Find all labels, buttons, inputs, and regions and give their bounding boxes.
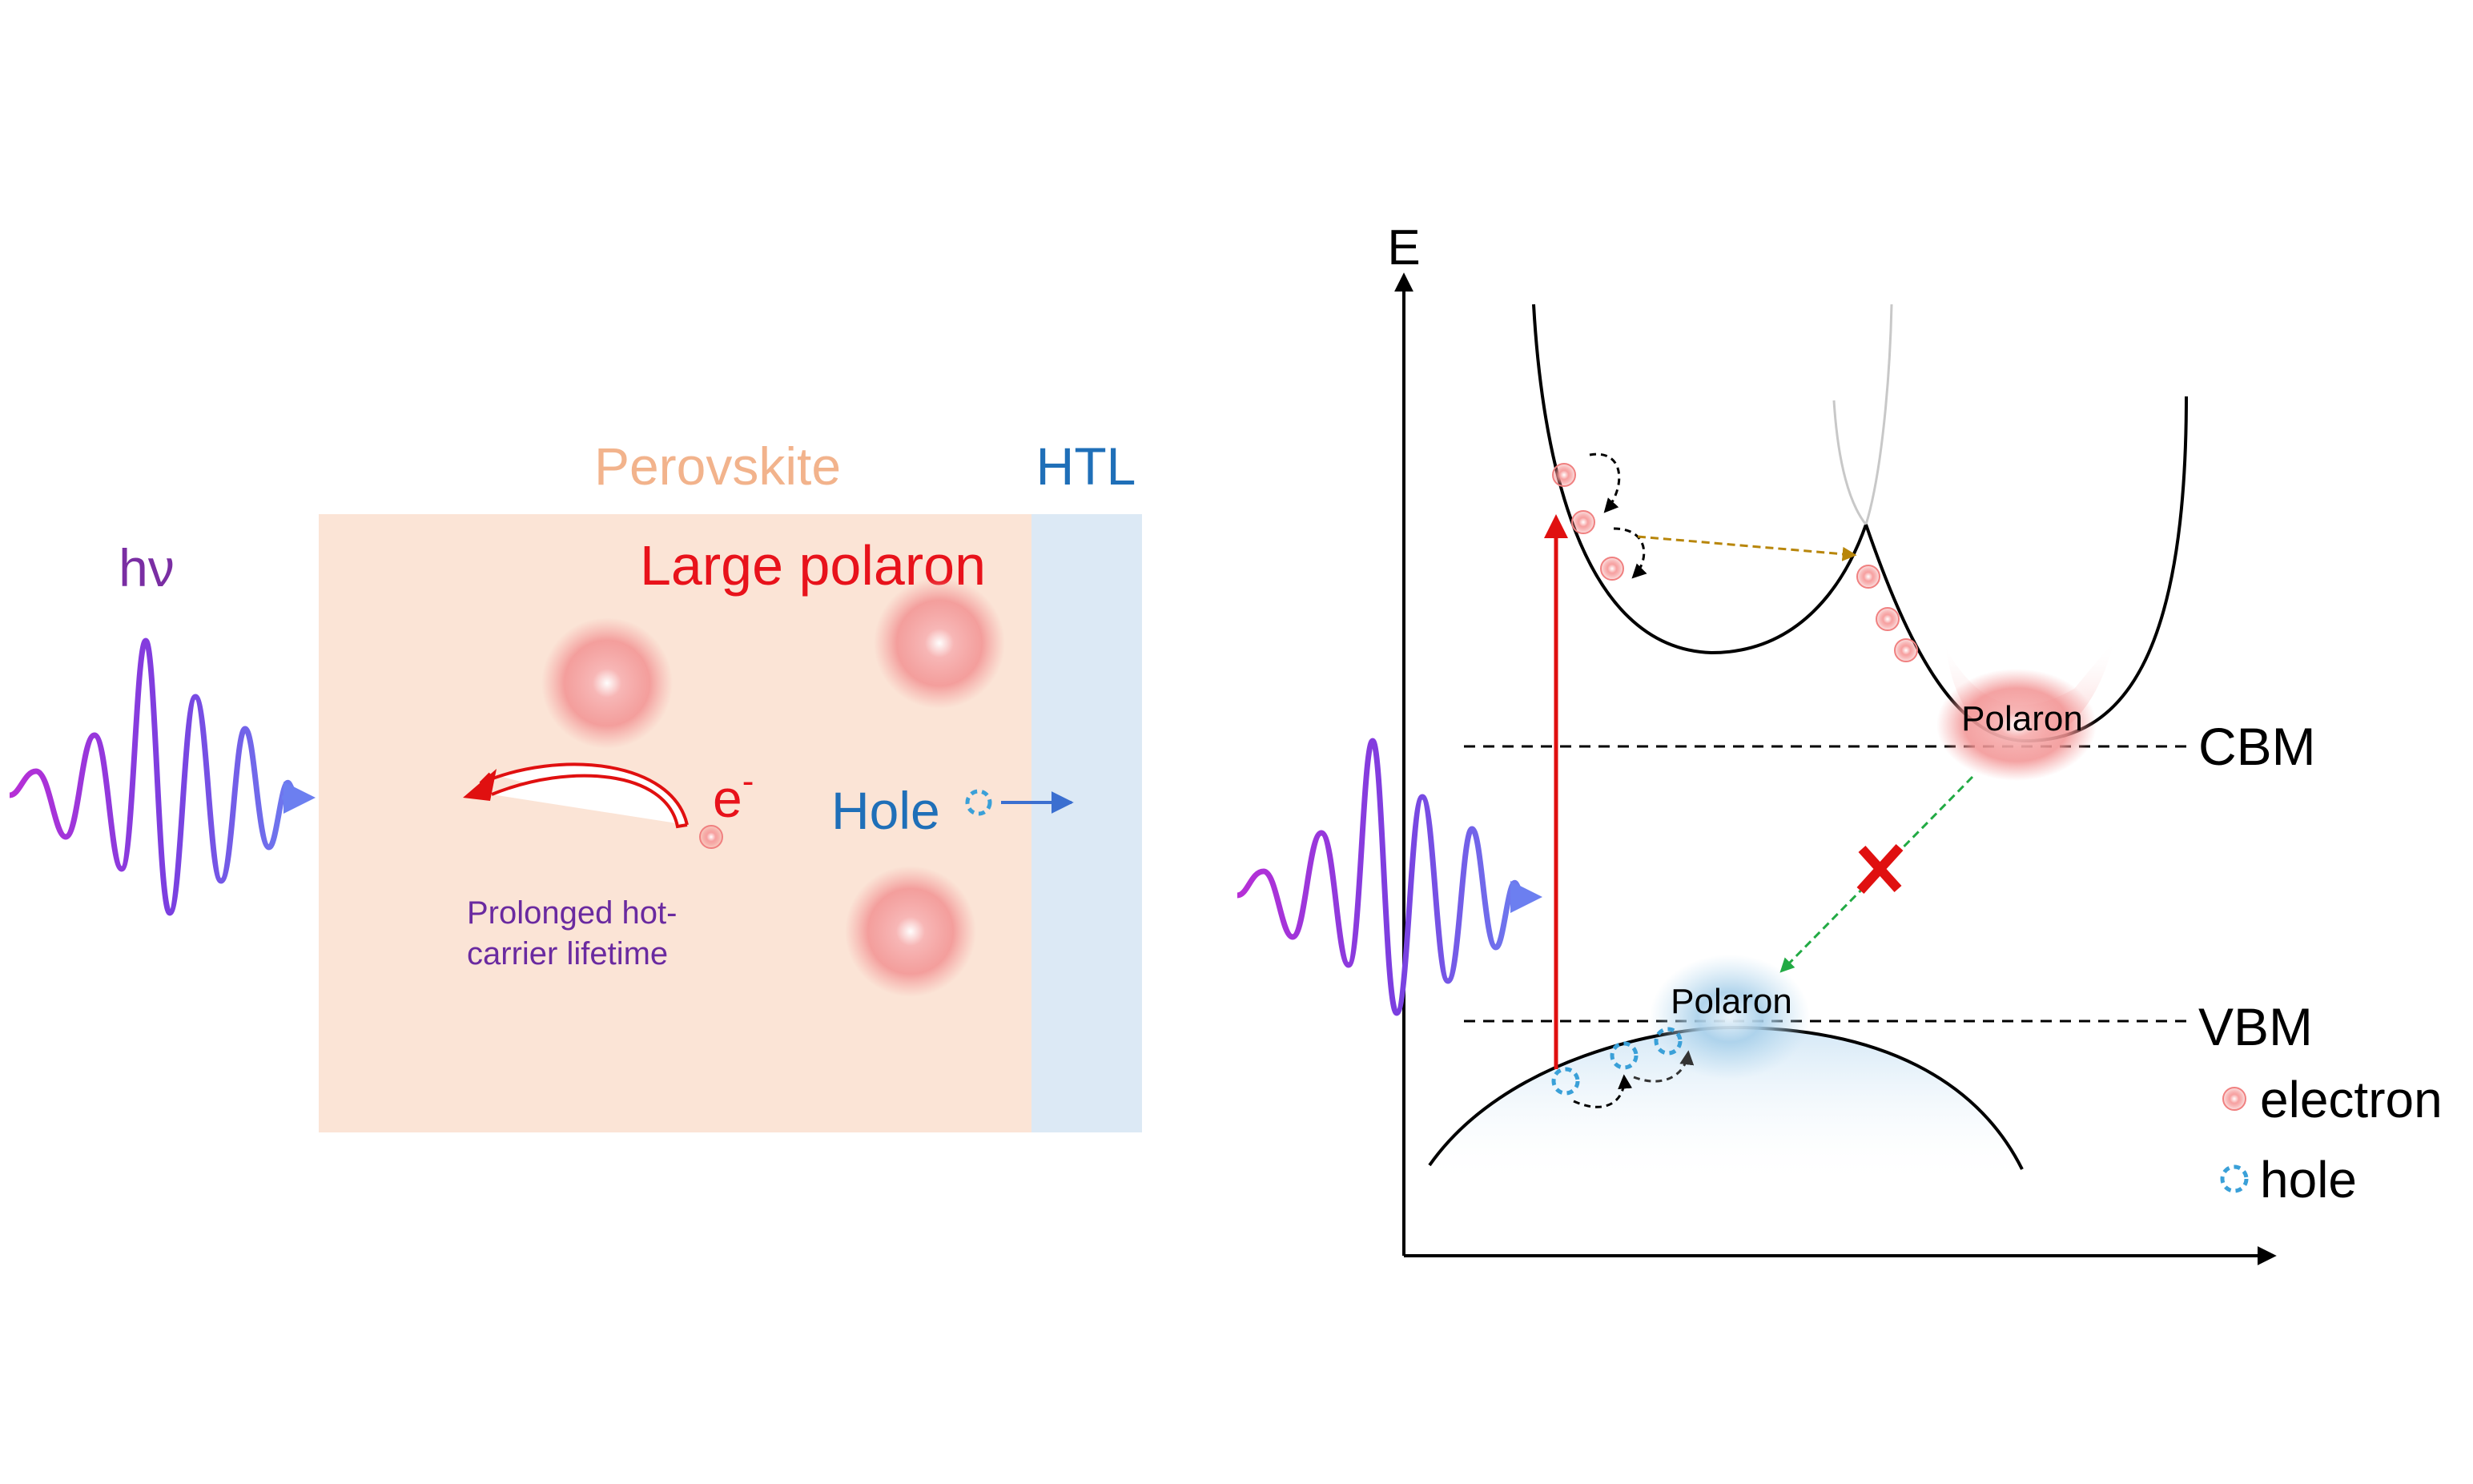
electron-symbol: e- — [713, 762, 754, 828]
cb-electron — [1552, 463, 1576, 487]
vb-hole — [1610, 1041, 1639, 1070]
polaron-electron — [1856, 565, 1880, 589]
polaron-electron — [1876, 607, 1900, 631]
legend-electron-label: electron — [2260, 1071, 2443, 1128]
hole-relaxation-arrow — [1633, 1050, 1695, 1083]
hot-carrier-arrowhead — [463, 769, 497, 801]
large-polaron — [874, 577, 1005, 709]
energy-axis-label: E — [1387, 220, 1420, 275]
htl-layer — [1031, 514, 1142, 1132]
cbm-label: CBM — [2198, 717, 2316, 776]
cb-electron — [1600, 557, 1624, 581]
lifetime-label-line1: Prolonged hot- — [467, 895, 677, 931]
legend: electron hole — [2220, 1071, 2443, 1209]
hole-polaron — [1650, 955, 1810, 1080]
electron-relaxation-arrow — [1613, 527, 1647, 579]
photon-wave-right — [1236, 738, 1530, 1016]
conduction-band-curve-left — [1532, 304, 1868, 655]
polaron-vb-label: Polaron — [1671, 982, 1792, 1021]
vb-hole — [1551, 1067, 1580, 1096]
htl-label: HTL — [1036, 436, 1136, 496]
conduction-band-ghost-right — [1864, 304, 1893, 525]
hole-dot — [965, 789, 992, 816]
hole-label: Hole — [831, 781, 940, 840]
polaron-formation-arrow — [1637, 535, 1857, 561]
polaron-band-ghost-left — [1832, 400, 1868, 525]
electron-dot — [699, 825, 723, 849]
lifetime-label-line2: carrier lifetime — [467, 936, 668, 971]
blocked-cross-icon — [1856, 843, 1904, 895]
electron-polaron — [1936, 669, 2097, 781]
polaron-electron — [1894, 638, 1918, 662]
large-polaron — [845, 866, 976, 997]
right-panel: E CBM VBM Polaron Polaron — [1236, 220, 2443, 1265]
left-panel: Perovskite HTL hν Large polaron e- Hole … — [9, 436, 1142, 1132]
cb-electron — [1571, 510, 1595, 534]
vbm-label: VBM — [2198, 997, 2313, 1056]
hole-relaxation-arrow — [1573, 1074, 1633, 1108]
legend-electron-icon — [2222, 1087, 2246, 1111]
vb-hole — [1654, 1027, 1683, 1056]
large-polaron — [541, 617, 673, 749]
legend-hole-label: hole — [2260, 1151, 2357, 1209]
polaron-cb-label: Polaron — [1961, 699, 2083, 738]
valence-band-fill — [1430, 1028, 2022, 1185]
electron-relaxation-arrow — [1589, 452, 1621, 513]
photon-wave-left — [9, 637, 304, 916]
hot-carrier-arrow — [479, 762, 689, 829]
perovskite-label: Perovskite — [594, 436, 841, 496]
legend-hole-icon — [2220, 1164, 2249, 1193]
photon-energy-label: hν — [119, 538, 175, 597]
